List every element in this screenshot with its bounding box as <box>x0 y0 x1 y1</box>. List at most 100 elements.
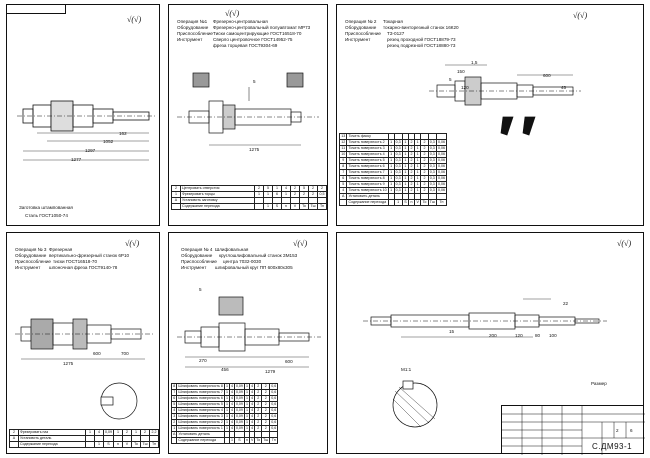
table-cell: Тп <box>149 441 159 448</box>
table-cell: Тп <box>317 203 327 210</box>
dim-label: 600 <box>93 351 101 356</box>
header-label: Оборудование <box>177 25 209 30</box>
dim-label: 5 <box>253 79 256 84</box>
header-value: тиски ГОСТ16518-70 <box>53 259 98 264</box>
dim-label: 45 <box>561 85 567 90</box>
table-cell: S <box>272 203 282 210</box>
caption-line: Заготовка штампованная <box>19 205 73 210</box>
header-label: Инструмент <box>177 37 203 42</box>
operation-drawing <box>15 318 153 420</box>
table-cell: V <box>122 441 132 448</box>
table-cell: To <box>420 199 429 206</box>
operation-drawing <box>177 72 319 146</box>
roughness-mark: √(√) <box>127 15 142 24</box>
header-label: Операция № 4 <box>181 247 213 252</box>
header-label: Операция № 2 <box>345 19 377 24</box>
table-cell <box>254 203 264 210</box>
table-cell: V <box>290 203 300 210</box>
dim-label: 1052 <box>103 139 114 144</box>
header-label: Оборудование <box>15 253 47 258</box>
sheet-operation-3: √(√) Операция № 3 Фрезерная Оборудование… <box>6 232 160 454</box>
stamp-sheet: 2 <box>616 428 619 433</box>
header-value: круглошлифовальный станок ЗМ153 <box>219 253 298 258</box>
dim-label: 162 <box>119 131 127 136</box>
header-value: токарно-винторезный станок 16К20 <box>383 25 459 30</box>
header-value: вертикально-фрезерный станок 6Р10 <box>49 253 130 258</box>
header-label: Инструмент <box>15 265 41 270</box>
dim-label: 1,5 <box>471 60 478 65</box>
header-value: Тиски самоцентрирующие ГОСТ16518-70 <box>213 31 302 36</box>
table-cell: 1 <box>393 199 403 206</box>
table-cell: To <box>299 203 309 210</box>
roughness-mark: √(√) <box>617 239 632 248</box>
dim-label: 22 <box>563 301 569 306</box>
table-cell: 1 <box>94 441 104 448</box>
header-label: Инструмент <box>345 37 371 42</box>
dim-label: 5 <box>199 287 202 292</box>
dim-label: 80 <box>535 333 541 338</box>
dim-label: 1275 <box>63 361 74 366</box>
header-value: Фрезерная <box>49 247 73 252</box>
sheet-part-drawing: √(√) 200 120 80 100 22 15 М1:1 Размер <box>336 232 645 455</box>
header-value: ТЗ-0127 <box>387 31 405 36</box>
table-cell <box>85 441 95 448</box>
table-cell: n <box>113 441 123 448</box>
table-cell: Содержание перехода <box>18 441 86 448</box>
dim-label: 1277 <box>71 157 82 162</box>
table-cell: To <box>254 437 263 444</box>
table-cell: S <box>401 199 410 206</box>
header-value: резец подрезной ГОСТ18880-73 <box>387 43 456 48</box>
dim-label: 200 <box>489 333 497 338</box>
table-cell: Тш <box>261 437 271 444</box>
header-label: Операция №1 <box>177 19 208 24</box>
table-cell: Содержание перехода <box>180 203 255 210</box>
table-cell: Содержание перехода <box>176 437 225 444</box>
dim-label: 700 <box>121 351 129 356</box>
header-value: центра 7032-0030 <box>223 259 262 264</box>
header-value: шпоночная фреза ГОСТ9140-78 <box>49 265 118 270</box>
table-cell: Тш <box>140 441 150 448</box>
table-cell: Тп <box>269 437 279 444</box>
dim-label: 600 <box>285 359 293 364</box>
title-block: 2 6 С.ДМ93-1 <box>501 405 645 455</box>
roughness-mark: √(√) <box>225 9 240 18</box>
table-cell: 1 <box>263 203 273 210</box>
dim-label: 15 <box>449 329 455 334</box>
section-label: М1:1 <box>401 367 412 372</box>
dim-label: 100 <box>549 333 557 338</box>
dim-label: 150 <box>457 69 465 74</box>
table-cell: S <box>233 437 245 444</box>
table-cell: V <box>248 437 256 444</box>
workpiece-drawing <box>17 100 155 161</box>
header-value: Шлифовальная <box>215 247 249 252</box>
dim-label: 1297 <box>85 148 96 153</box>
dim-label: 1275 <box>249 147 260 152</box>
stamp-sheets: 6 <box>630 428 633 433</box>
table-cell: Тш <box>308 203 318 210</box>
header-value: Фрезерно-центровальная <box>213 19 268 24</box>
table-cell <box>338 199 348 206</box>
header-label: Приспособление <box>345 31 381 36</box>
table-cell: Содержание перехода <box>346 199 389 206</box>
dim-label: 456 <box>221 367 229 372</box>
dim-label: 270 <box>199 358 207 363</box>
sheet-operation-1: √(√) Операция №1 Фрезерно-центровальная … <box>168 4 328 226</box>
header-value: Сверло центровочное ГОСТ14952-75 <box>213 37 293 42</box>
header-label: Оборудование <box>345 25 377 30</box>
header-value: фреза торцевая ГОСТ9304-69 <box>213 43 278 48</box>
header-label: Инструмент <box>181 265 207 270</box>
caption-line: Сталь ГОСТ1050-74 <box>25 213 68 218</box>
roughness-mark: √(√) <box>573 11 588 20</box>
note-label: Размер <box>591 381 607 386</box>
header-value: резец проходной ГОСТ18879-73 <box>387 37 456 42</box>
header-label: Приспособление <box>177 31 213 36</box>
sheet-workpiece: √(√) 162 1052 1297 1277 Заготовка штампо… <box>6 4 160 226</box>
